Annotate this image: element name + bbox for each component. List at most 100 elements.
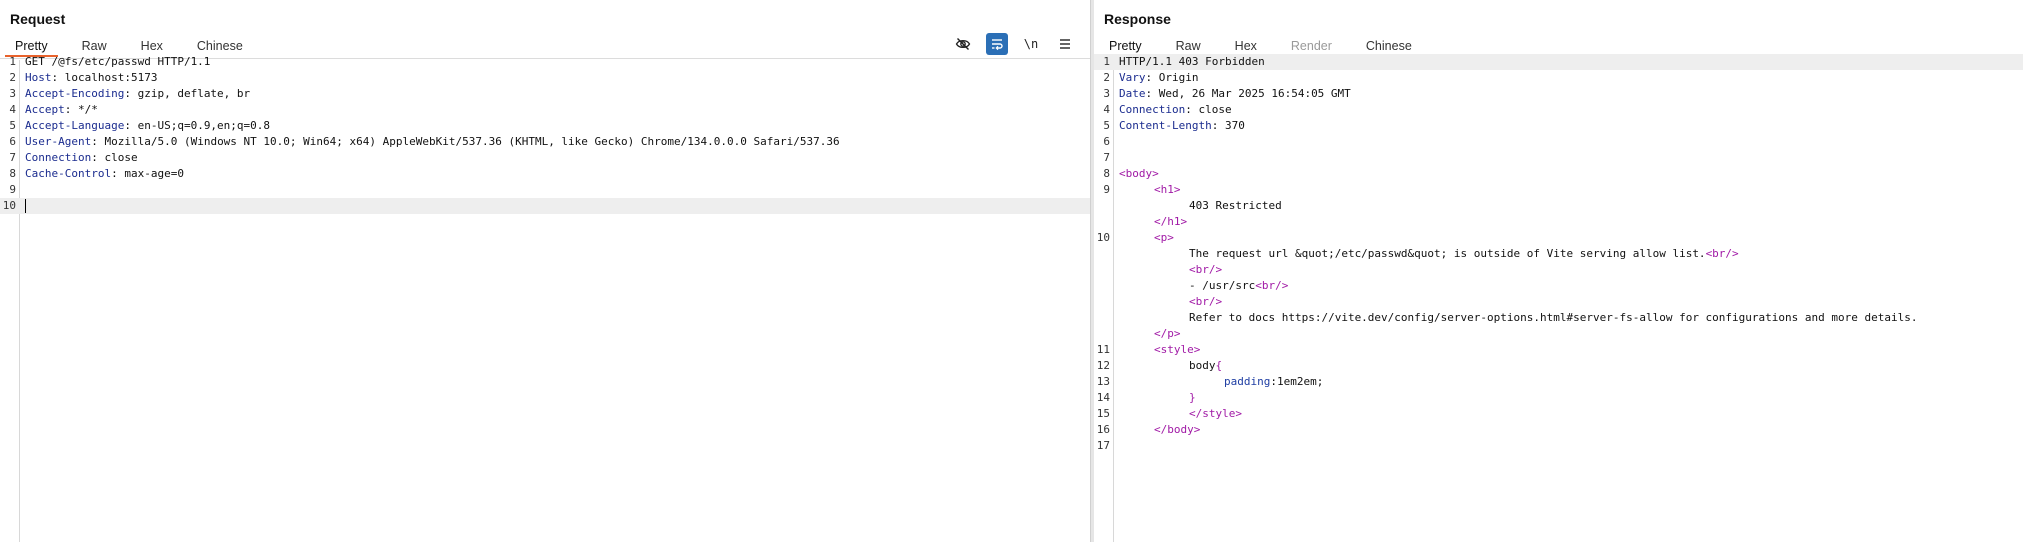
line-content: Connection: close	[25, 150, 138, 166]
html-tag: }	[1189, 391, 1196, 404]
header-name: Accept-Language	[25, 119, 125, 132]
line-number: 1	[9, 55, 16, 68]
header-name: Cache-Control	[25, 167, 112, 180]
response-tab-raw[interactable]: Raw	[1175, 39, 1201, 53]
line-content: Cache-Control: max-age=0	[25, 166, 184, 182]
code-line: 5 Accept-Language: en-US;q=0.9,en;q=0.8	[0, 118, 1090, 134]
line-number: 13	[1096, 375, 1110, 388]
header-name: Vary	[1119, 71, 1146, 84]
show-newlines-icon[interactable]: \n	[1023, 37, 1039, 51]
line-number: 17	[1096, 439, 1110, 452]
header-value: : 370	[1211, 119, 1245, 132]
line-content: <br/>	[1189, 294, 1222, 310]
code-line: The request url &quot;/etc/passwd&quot; …	[1094, 246, 2023, 262]
header-name: Content-Length	[1119, 119, 1212, 132]
header-name: Accept-Encoding	[25, 87, 125, 100]
response-tab-hex[interactable]: Hex	[1234, 39, 1257, 53]
code-line: 1 GET /@fs/etc/passwd HTTP/1.1	[0, 54, 1090, 70]
menu-icon[interactable]	[1054, 33, 1076, 55]
code-line: <br/>	[1094, 262, 2023, 278]
line-number: 7	[9, 151, 16, 164]
line-content: 403 Restricted	[1189, 198, 1282, 214]
line-content: Host: localhost:5173	[25, 70, 157, 86]
text-content: HTTP/1.1 403 Forbidden	[1119, 55, 1265, 68]
code-line: 11 <style>	[1094, 342, 2023, 358]
request-tab-hex[interactable]: Hex	[140, 39, 163, 53]
html-tag: <br/>	[1255, 279, 1289, 292]
header-value: : gzip, deflate, br	[124, 87, 251, 100]
line-number: 8	[1103, 167, 1110, 180]
request-tab-raw[interactable]: Raw	[81, 39, 107, 53]
line-content: <style>	[1154, 342, 1200, 358]
code-line: </h1>	[1094, 214, 2023, 230]
line-content	[25, 198, 26, 214]
line-content: <body>	[1119, 166, 1159, 182]
line-number: 9	[1103, 183, 1110, 196]
line-number: 14	[1096, 391, 1110, 404]
line-number: 7	[1103, 151, 1110, 164]
request-tab-chinese[interactable]: Chinese	[196, 39, 243, 53]
code-line: 9	[0, 182, 1090, 198]
response-tab-render[interactable]: Render	[1290, 39, 1332, 53]
line-number: 12	[1096, 359, 1110, 372]
word-wrap-icon[interactable]	[986, 33, 1008, 55]
header-name: Connection	[1119, 103, 1186, 116]
line-number: 11	[1096, 343, 1110, 356]
line-number: 4	[9, 103, 16, 116]
line-content: - /usr/src<br/>	[1189, 278, 1288, 294]
hide-eye-icon[interactable]	[952, 33, 974, 55]
html-tag: <br/>	[1189, 263, 1223, 276]
line-content: Accept: */*	[25, 102, 98, 118]
line-content: Content-Length: 370	[1119, 118, 1245, 134]
line-content: Accept-Language: en-US;q=0.9,en;q=0.8	[25, 118, 270, 134]
code-line: Refer to docs https://vite.dev/config/se…	[1094, 310, 2023, 326]
line-content: <br/>	[1189, 262, 1222, 278]
line-content: Date: Wed, 26 Mar 2025 16:54:05 GMT	[1119, 86, 1351, 102]
line-number: 8	[9, 167, 16, 180]
header-value: : en-US;q=0.9,en;q=0.8	[124, 119, 271, 132]
html-tag: {	[1215, 359, 1223, 372]
code-line: 10 <p>	[1094, 230, 2023, 246]
request-title: Request	[10, 11, 66, 27]
html-tag: <p>	[1154, 231, 1174, 244]
line-number: 6	[1103, 135, 1110, 148]
code-line: - /usr/src<br/>	[1094, 278, 2023, 294]
code-line: 6	[1094, 134, 2023, 150]
line-number: 16	[1096, 423, 1110, 436]
code-line: 14}	[1094, 390, 2023, 406]
code-line: 4 Accept: */*	[0, 102, 1090, 118]
code-line: 12 body{	[1094, 358, 2023, 374]
request-tab-pretty[interactable]: Pretty	[5, 36, 58, 57]
response-gutter	[1094, 60, 1114, 542]
html-tag: </h1>	[1154, 215, 1188, 228]
line-content: <h1>	[1154, 182, 1181, 198]
request-toolbar: \n	[940, 33, 1076, 55]
text-content: - /usr/src	[1189, 279, 1256, 292]
html-tag: </p>	[1154, 327, 1181, 340]
text-content: GET /@fs/etc/passwd HTTP/1.1	[25, 55, 211, 68]
header-value: : Origin	[1145, 71, 1199, 84]
line-content: </style>	[1189, 406, 1242, 422]
line-content: Vary: Origin	[1119, 70, 1198, 86]
line-number: 5	[1103, 119, 1110, 132]
response-tab-chinese[interactable]: Chinese	[1365, 39, 1412, 53]
header-value: : close	[91, 151, 138, 164]
line-content: Accept-Encoding: gzip, deflate, br	[25, 86, 250, 102]
line-number: 2	[1103, 71, 1110, 84]
html-tag: <body>	[1119, 167, 1159, 180]
code-line: 16</body>	[1094, 422, 2023, 438]
pane-divider[interactable]	[1090, 0, 1094, 542]
header-name: Accept	[25, 103, 65, 116]
line-number: 5	[9, 119, 16, 132]
text-content: 403 Restricted	[1189, 199, 1282, 212]
line-content: The request url &quot;/etc/passwd&quot; …	[1189, 246, 1739, 262]
line-number: 10	[1096, 231, 1110, 244]
text-content: body	[1189, 359, 1216, 372]
